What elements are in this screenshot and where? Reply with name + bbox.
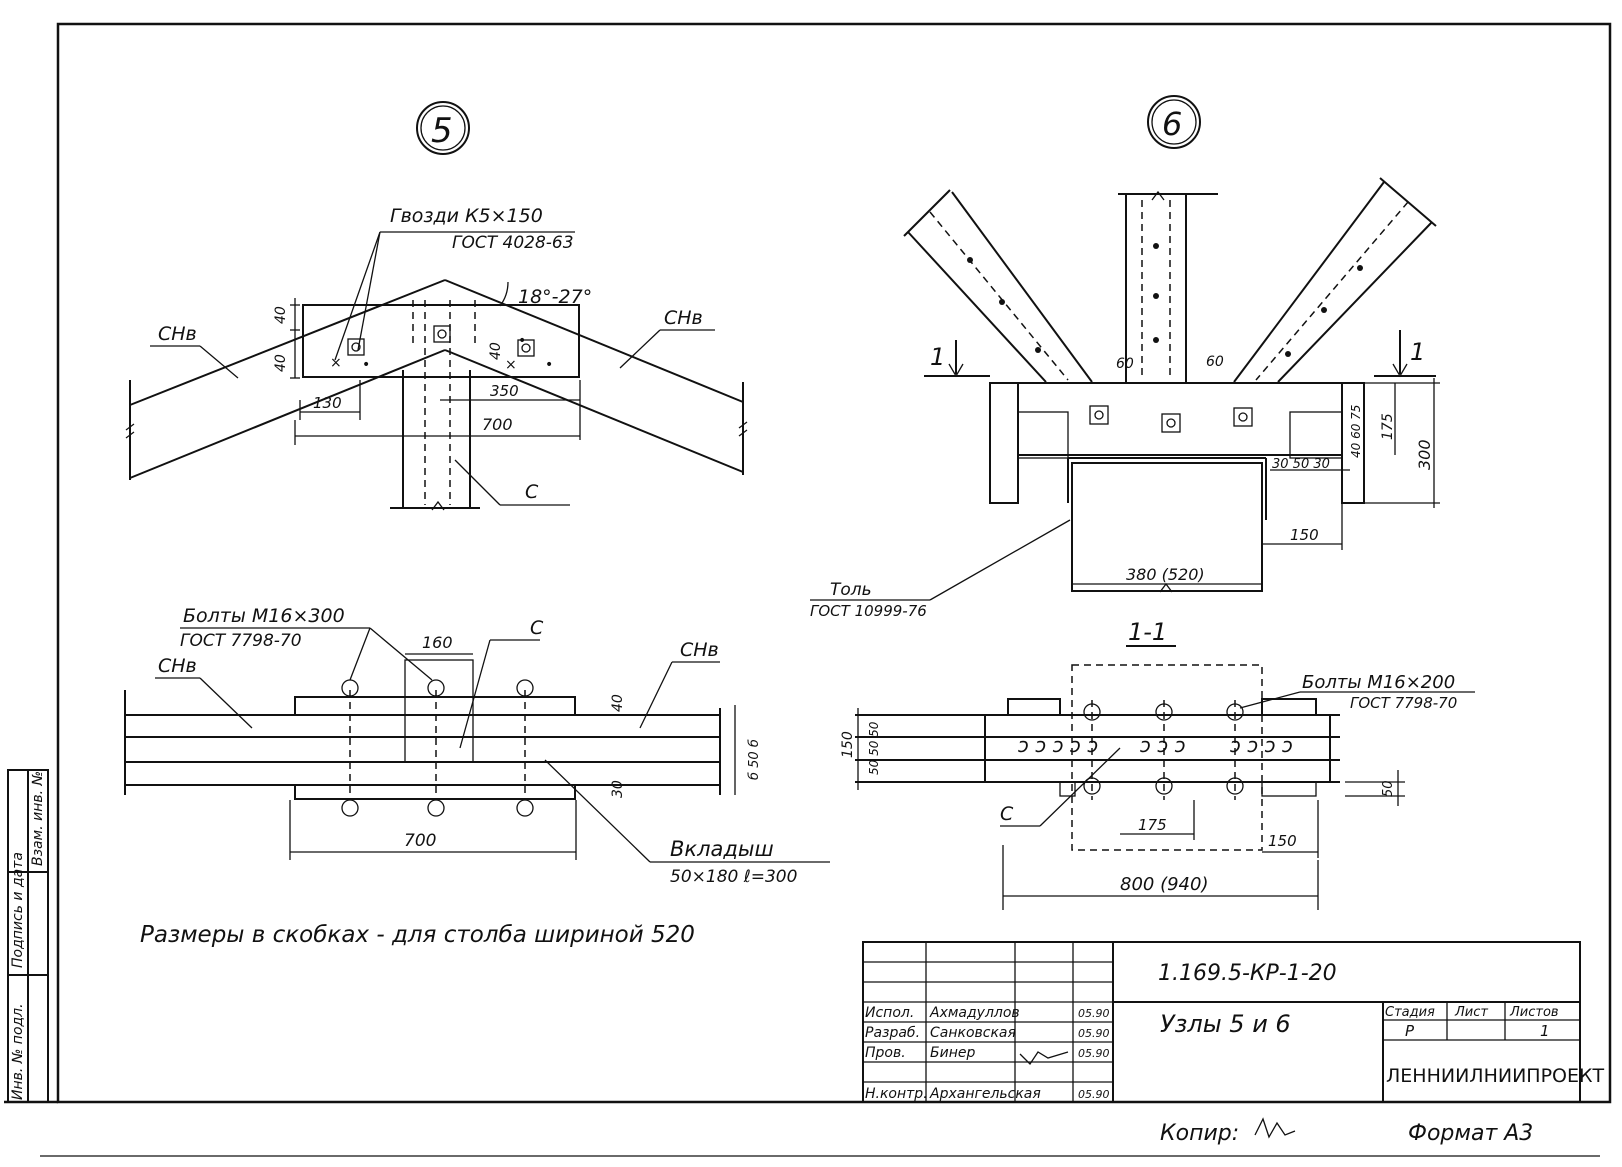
row5-date: 05.90 [1078,1088,1110,1101]
node5-nails-line2: ГОСТ 4028-63 [452,233,574,253]
sheet-label: Лист [1454,1005,1488,1020]
node6-dim-300: 300 [1415,439,1434,470]
plan5-member-right: СНв [680,639,719,661]
doc-title: Узлы 5 и 6 [1160,1010,1291,1038]
sheets-label: Листов [1509,1005,1559,1020]
node5-dim-40-right: 40 [488,342,504,360]
svg-text:ɔ ɔ ɔ ɔ ɔ: ɔ ɔ ɔ ɔ ɔ [1018,733,1098,757]
doc-code: 1.169.5-КР-1-20 [1158,961,1337,986]
section11-bolts-line1: Болты М16×200 [1302,672,1455,693]
section11-dim-50: 50 [1381,780,1396,797]
node5-member-left: СНв [158,323,197,345]
plan5-member-left: СНв [158,655,197,677]
node6-dim-60-right: 60 [1206,354,1224,370]
node6-dim-40-60-75: 40 60 75 [1349,405,1363,458]
node5-marker: 5 [431,111,453,151]
node5-nails-line1: Гвозди К5×150 [390,205,543,227]
svg-text:•: • [518,333,526,349]
plan5-dim-700: 700 [404,831,436,851]
node5-dim-40-bottom: 40 [273,354,289,372]
plan5-dims-stack: б 50 б [747,739,762,780]
side-stamp-col1: Инв. № подл. [10,1003,26,1100]
plan5-detail: Болты М16×300 ГОСТ 7798-70 160 С СНв СНв… [124,605,830,887]
row2-role: Разраб. [865,1025,920,1041]
node6-detail: 6 [810,95,1440,620]
node5-dim-130: 130 [313,394,342,412]
stage-label: Стадия [1385,1005,1435,1020]
svg-text:ɔ ɔ ɔ: ɔ ɔ ɔ [1140,733,1186,757]
sheets-value: 1 [1540,1022,1550,1040]
plan5-member-c: С [530,617,544,639]
row1-name: Ахмадуллов [929,1005,1020,1021]
row1-role: Испол. [865,1005,914,1021]
node5-detail: 5 × • × • • Гвозди К5×1 [125,101,748,511]
node5-member-c: С [525,481,539,503]
section11-detail: 1-1 ɔ ɔ ɔ ɔ ɔ ɔ ɔ ɔ ɔ ɔ ɔ ɔ Болты М16×20… [840,618,1475,910]
row3-name: Бинер [930,1045,975,1061]
node6-section-mark-left: 1 [930,343,945,371]
section11-dim-175: 175 [1138,816,1167,834]
section11-bolts-line2: ГОСТ 7798-70 [1350,694,1457,712]
node5-angle: 18°-27° [518,286,592,308]
plan5-insert-line1: Вкладыш [670,837,774,861]
node5-dim-40-top: 40 [273,306,289,324]
node6-dim-150: 150 [1290,526,1319,544]
svg-text:×: × [330,355,342,371]
node6-dim-380: 380 (520) [1126,565,1205,584]
node6-section-mark-right: 1 [1410,338,1425,366]
node6-dim-60-left: 60 [1116,356,1134,372]
svg-text:•: • [545,357,553,373]
plan5-insert-line2: 50×180 ℓ=300 [670,867,797,887]
plan5-dim-40-right: 40 [610,694,626,712]
dimensions-note: Размеры в скобках - для столба шириной 5… [140,922,695,948]
node6-dim-175: 175 [1380,413,1396,440]
row5-role: Н.контр. [865,1086,928,1102]
plan5-dim-160: 160 [422,633,453,652]
svg-text:×: × [505,357,517,373]
section11-dims-stack: 50 50 50 [867,721,881,775]
node6-tol-line1: Толь [830,580,872,600]
node6-tol-line2: ГОСТ 10999-76 [810,602,927,620]
row2-name: Санковская [930,1025,1016,1041]
svg-text:•: • [362,357,370,373]
title-block: Испол. Ахмадуллов 05.90 Разраб. Санковск… [862,941,1604,1103]
node6-marker: 6 [1162,105,1182,143]
row2-date: 05.90 [1078,1027,1110,1040]
row3-role: Пров. [865,1045,906,1061]
copy-signature [1254,1117,1296,1139]
node5-dim-700: 700 [482,415,513,434]
svg-text:ɔ ɔ ɔ ɔ: ɔ ɔ ɔ ɔ [1230,733,1293,757]
row5-name: Архангельская [929,1086,1041,1102]
plan5-bolts-line1: Болты М16×300 [183,605,345,627]
organization: ЛЕННИИЛНИИПРОЕКТ [1386,1065,1604,1087]
signature-mark [1019,1051,1069,1066]
node5-dim-350: 350 [490,382,519,400]
sheet-frame [4,22,1612,1157]
plan5-dim-30-left: 30 [610,780,626,798]
node5-member-right: СНв [664,307,703,329]
section11-dim-150-right: 150 [1268,832,1297,850]
section11-dim-800: 800 (940) [1120,874,1208,895]
section11-member-c: С [1000,803,1014,825]
side-stamp: Инв. № подл. Подпись и дата Взам. инв. № [7,769,49,1103]
side-stamp-col2: Подпись и дата [10,852,26,968]
plan5-bolts-line2: ГОСТ 7798-70 [180,631,302,651]
row3-date: 05.90 [1078,1047,1110,1060]
stage-value: Р [1405,1022,1415,1040]
section11-dim-150-left: 150 [840,731,856,758]
side-stamp-col3: Взам. инв. № [30,771,46,866]
format-label: Формат А3 [1408,1121,1533,1146]
section11-title: 1-1 [1128,618,1167,646]
copy-label: Копир: [1160,1121,1239,1146]
node6-dim-30-50-30: 30 50 30 [1272,457,1330,472]
row1-date: 05.90 [1078,1007,1110,1020]
